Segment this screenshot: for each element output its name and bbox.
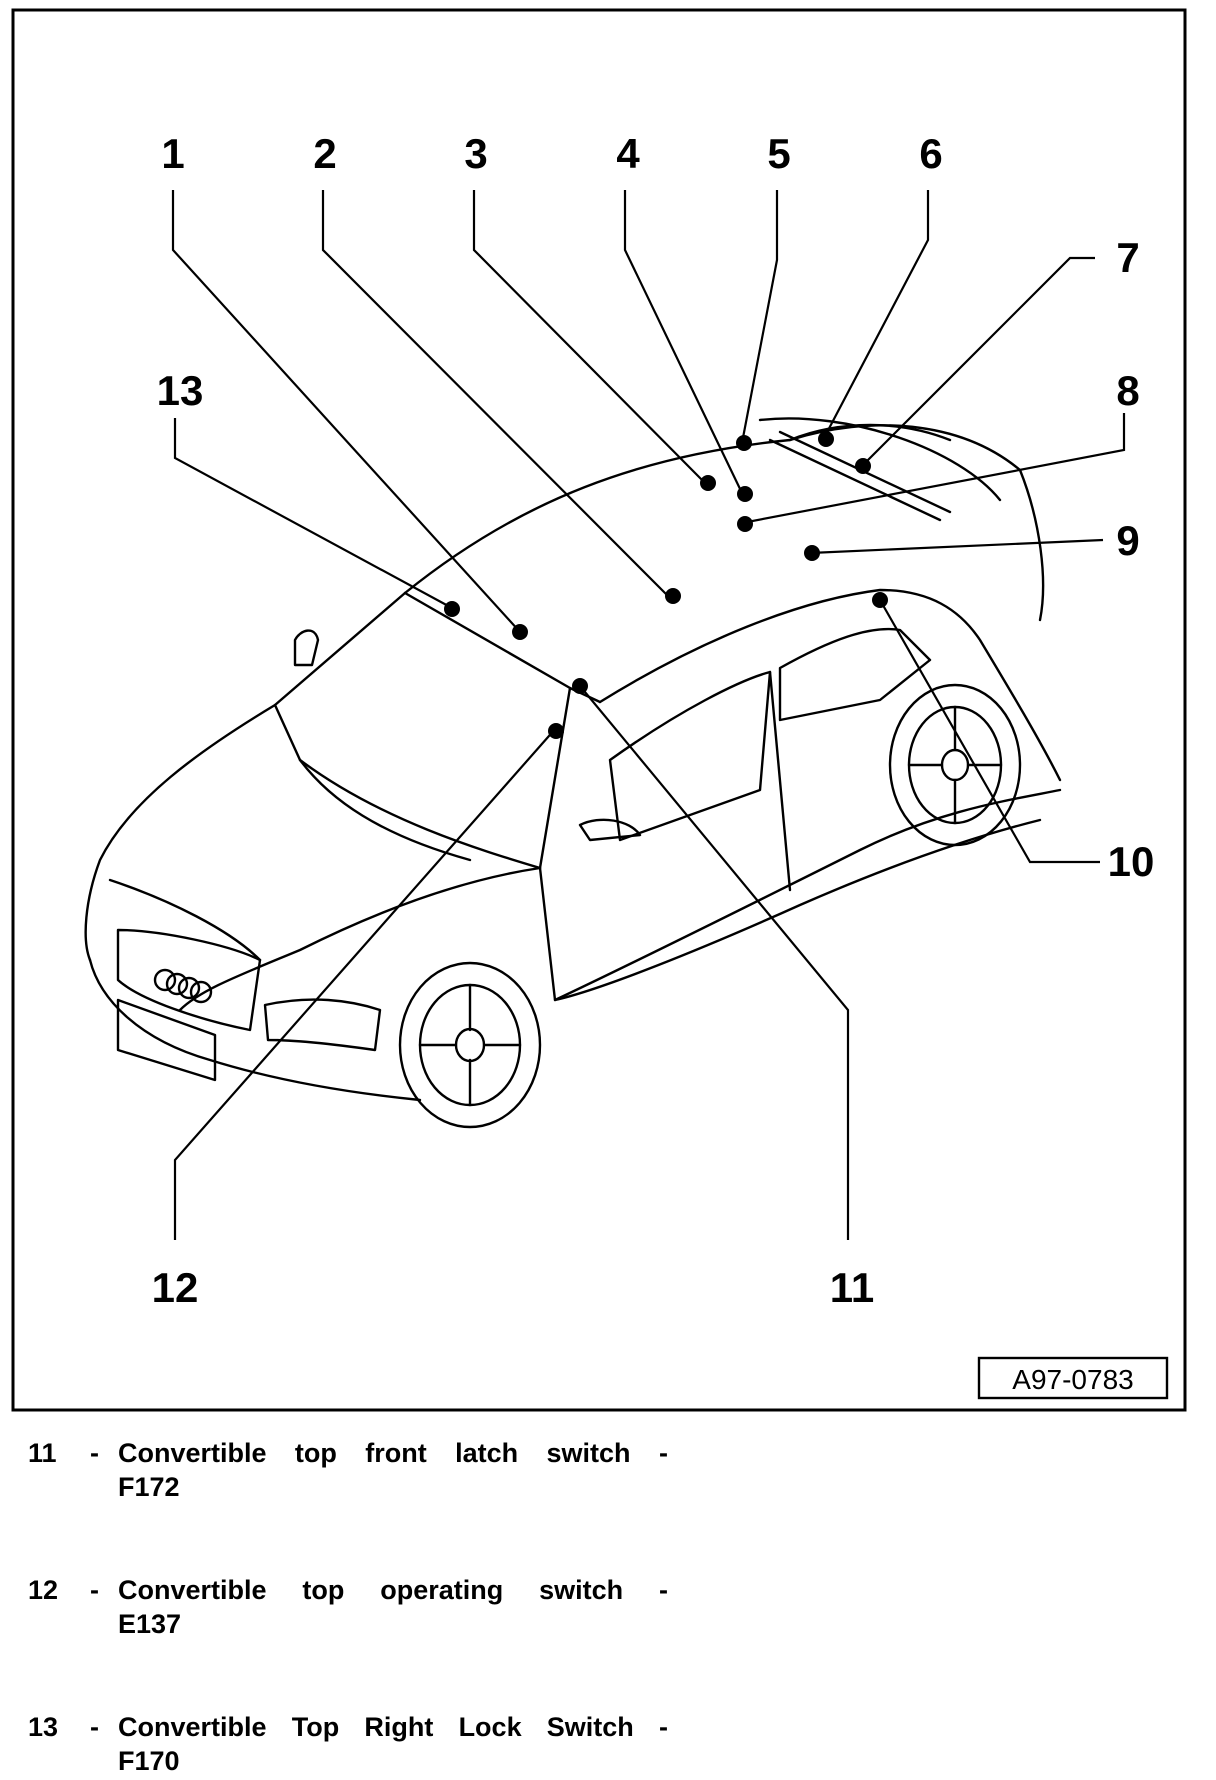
callout-dot-2 xyxy=(665,588,681,604)
legend-item-11: 11 - Convertible top front latch switch … xyxy=(28,1436,668,1504)
callout-dots xyxy=(444,431,888,739)
legend-item-13: 13 - Convertible Top Right Lock Switch -… xyxy=(28,1710,668,1778)
legend-description: Convertible Top Right Lock Switch - F170 xyxy=(90,1710,668,1778)
legend-number: 13 xyxy=(28,1712,59,1742)
callout-dot-9 xyxy=(804,545,820,561)
legend-number: 11 xyxy=(28,1438,57,1468)
legend-word: Top xyxy=(291,1712,340,1742)
legend-part-code: F172 xyxy=(118,1472,180,1502)
legend-word: latch xyxy=(455,1438,519,1468)
callout-label-4: 4 xyxy=(616,130,640,177)
figure-id: A97-0783 xyxy=(1012,1364,1133,1395)
callout-label-5: 5 xyxy=(767,130,790,177)
legend-dash: - xyxy=(90,1712,99,1742)
legend-word: - xyxy=(658,1438,668,1468)
legend-word: - xyxy=(658,1712,668,1742)
callout-dot-1 xyxy=(512,624,528,640)
legend-word: Convertible xyxy=(118,1438,267,1468)
legend-word: front xyxy=(365,1438,427,1468)
callout-label-7: 7 xyxy=(1116,234,1139,281)
legend-dash: - xyxy=(90,1575,99,1605)
callout-dot-8 xyxy=(737,516,753,532)
figure-frame xyxy=(11,8,1187,1412)
callout-dot-10 xyxy=(872,592,888,608)
callout-dot-13 xyxy=(444,601,460,617)
callout-label-13: 13 xyxy=(157,367,204,414)
figure-id-box xyxy=(977,1356,1169,1400)
car-illustration xyxy=(84,417,1062,1129)
callout-label-1: 1 xyxy=(161,130,184,177)
legend-description: Convertible top front latch switch - F17… xyxy=(90,1436,668,1504)
callout-dot-12 xyxy=(548,723,564,739)
legend-word: Switch xyxy=(546,1712,634,1742)
callout-dot-7 xyxy=(855,458,871,474)
callout-label-8: 8 xyxy=(1116,367,1139,414)
legend-word: Right xyxy=(364,1712,434,1742)
legend-word: switch xyxy=(546,1438,631,1468)
callout-dot-11 xyxy=(572,678,588,694)
legend-word: top xyxy=(294,1438,337,1468)
callout-dot-6 xyxy=(818,431,834,447)
legend-part-code: F170 xyxy=(118,1746,180,1776)
callout-label-11: 11 xyxy=(830,1264,874,1311)
legend-word: Convertible xyxy=(118,1712,267,1742)
legend-word: switch xyxy=(539,1575,624,1605)
callout-label-9: 9 xyxy=(1116,517,1139,564)
legend-word: - xyxy=(659,1575,668,1605)
callout-lines xyxy=(171,190,1126,1240)
legend-item-12: 12 - Convertible top operating switch - … xyxy=(28,1573,668,1641)
callout-label-3: 3 xyxy=(464,130,487,177)
legend-part-code: E137 xyxy=(118,1609,182,1639)
callout-label-2: 2 xyxy=(313,130,336,177)
legend-word: Convertible xyxy=(118,1575,267,1605)
legend-word: top xyxy=(302,1575,345,1605)
legend-dash: - xyxy=(90,1438,99,1468)
legend-word: Lock xyxy=(458,1712,522,1742)
callout-label-6: 6 xyxy=(919,130,942,177)
car-location-diagram: 1 2 3 4 5 6 7 8 9 10 11 12 13 A97-0783 xyxy=(11,8,1187,1412)
callout-label-10: 10 xyxy=(1108,838,1155,885)
legend-description: Convertible top operating switch - E137 xyxy=(90,1573,668,1641)
legend-number: 12 xyxy=(28,1575,59,1605)
legend-word: operating xyxy=(380,1575,504,1605)
callout-dot-3 xyxy=(700,475,716,491)
callout-labels: 1 2 3 4 5 6 7 8 9 10 11 12 13 xyxy=(152,130,1155,1311)
callout-dot-4 xyxy=(737,486,753,502)
callout-label-12: 12 xyxy=(152,1264,199,1311)
callout-dot-5 xyxy=(736,435,752,451)
